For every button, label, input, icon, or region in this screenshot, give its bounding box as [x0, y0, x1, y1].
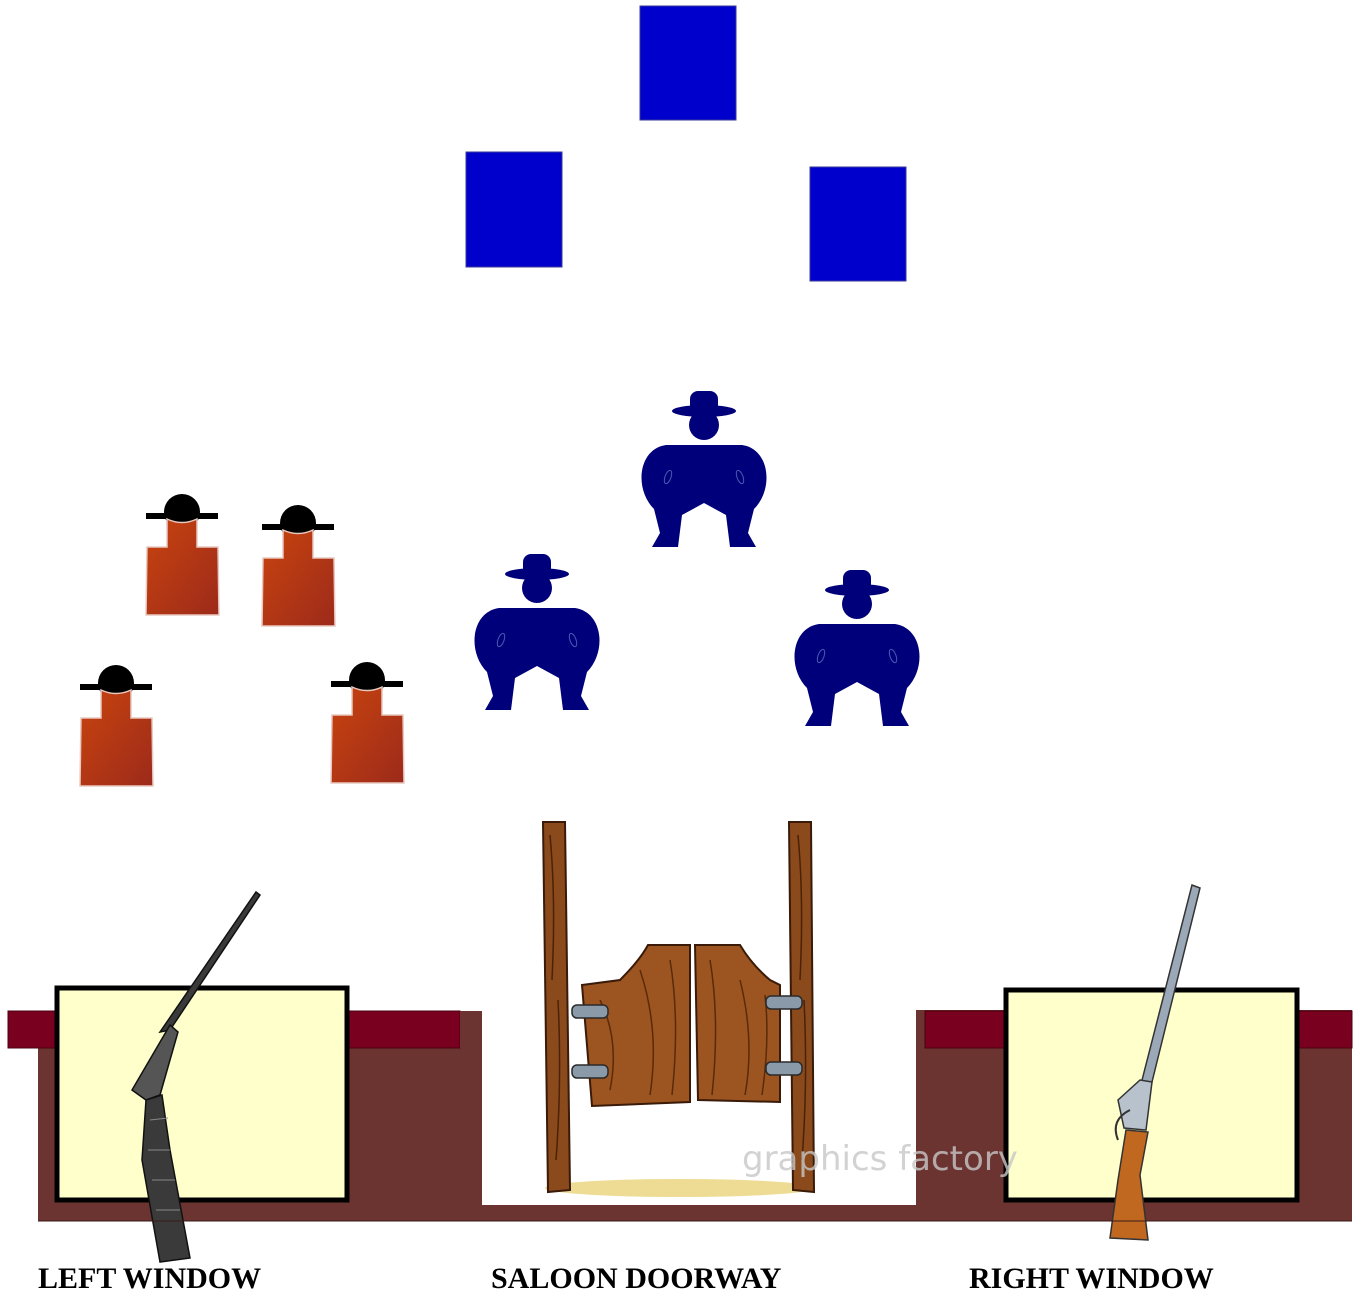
left-rifle-icon: [131, 890, 262, 1263]
watermark-text: graphics factory: [742, 1139, 1018, 1179]
outlaw-left: [474, 553, 600, 711]
blue-target-right: [809, 166, 907, 282]
red-target-2: [261, 504, 336, 627]
left-window: [54, 985, 350, 1203]
blue-target-left: [465, 151, 563, 268]
outlaw-right: [794, 569, 920, 727]
outlaw-top: [641, 390, 767, 548]
right-window-label: RIGHT WINDOW: [969, 1262, 1214, 1295]
saloon-doorway-label: SALOON DOORWAY: [491, 1262, 782, 1295]
red-target-4: [330, 661, 405, 784]
right-window: [1003, 987, 1300, 1203]
red-target-1: [145, 493, 220, 616]
left-inner-wall: [460, 1011, 482, 1048]
saloon-door-icon: [541, 821, 816, 1197]
right-rifle-icon: [1109, 884, 1201, 1241]
center-wall-base: [482, 1205, 916, 1221]
red-target-3: [79, 664, 154, 787]
blue-target-top: [639, 5, 737, 121]
left-window-label: LEFT WINDOW: [38, 1262, 262, 1295]
